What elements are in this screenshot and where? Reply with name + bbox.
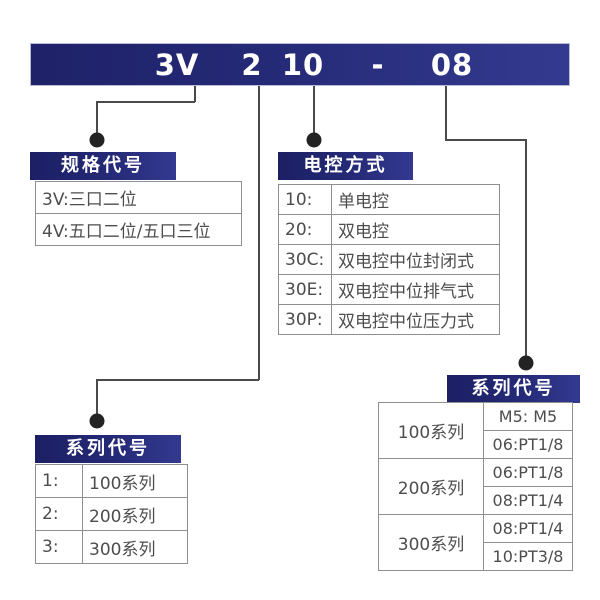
model-code-segment-3: - (371, 47, 385, 82)
ec-row-1-desc: 双电控 (331, 214, 500, 245)
ec-row-4-code: 30P: (278, 304, 332, 335)
series-right-group-1-port-1: 08:PT1/4 (483, 486, 573, 515)
ec-row-2-desc: 双电控中位封闭式 (331, 244, 500, 275)
connector-dot-series-left (89, 413, 105, 429)
series-left-row-2-code: 3: (35, 530, 83, 564)
connector-dot-spec (89, 132, 105, 148)
model-code-segment-0: 3V (154, 47, 200, 82)
connector-series-drop (258, 86, 260, 380)
connector-series-horizontal (96, 379, 259, 381)
connector-port-drop (445, 86, 447, 140)
ec-row-2-code: 30C: (278, 244, 332, 275)
electric-control-card-table: 10: 单电控 20: 双电控 30C: 双电控中位封闭式 30E: 双电控中位… (278, 184, 500, 335)
ec-row-0-desc: 单电控 (331, 184, 500, 215)
connector-dot-series-right (518, 355, 534, 371)
table-row: 3V:三口二位 (35, 181, 242, 214)
series-left-row-1-desc: 200系列 (82, 497, 188, 531)
table-row: 1: 100系列 (35, 464, 188, 498)
connector-ec-drop (313, 86, 315, 137)
table-row: 100系列 M5: M5 (378, 402, 573, 459)
connector-3v-down (96, 101, 98, 137)
ec-row-3-code: 30E: (278, 274, 332, 305)
table-row: 06:PT1/8 (379, 430, 573, 459)
spec-row-0-label: 3V:三口二位 (35, 181, 242, 214)
series-right-card-title: 系列代号 (447, 375, 580, 403)
table-row: 200系列 06:PT1/8 (378, 458, 573, 515)
ec-row-4-desc: 双电控中位压力式 (331, 304, 500, 335)
series-left-card-table: 1: 100系列 2: 200系列 3: 300系列 (35, 464, 188, 564)
table-row: 08:PT1/4 (379, 486, 573, 515)
table-row: 30C: 双电控中位封闭式 (278, 244, 500, 275)
series-right-group-0-port-0: M5: M5 (483, 402, 573, 431)
series-right-group-0-port-1: 06:PT1/8 (483, 430, 573, 459)
spec-card-table: 3V:三口二位 4V:五口二位/五口三位 (35, 181, 242, 246)
model-code-segment-4: 08 (430, 47, 474, 82)
model-code-segment-2: 10 (281, 47, 325, 82)
ec-row-1-code: 20: (278, 214, 332, 245)
series-left-row-1-code: 2: (35, 497, 83, 531)
table-row: 10: 单电控 (278, 184, 500, 215)
model-code-banner: 3V 2 10 - 08 (30, 43, 570, 86)
series-left-card-title: 系列代号 (35, 435, 181, 463)
series-right-card-table: 100系列 M5: M5 06:PT1/8 200系列 06:PT1/8 08:… (378, 402, 573, 571)
connector-3v-horizontal (96, 101, 195, 103)
connector-port-down (525, 139, 527, 360)
table-row: 30P: 双电控中位压力式 (278, 304, 500, 335)
ec-row-0-code: 10: (278, 184, 332, 215)
table-row: 300系列 08:PT1/4 (378, 514, 573, 571)
series-left-row-2-desc: 300系列 (82, 530, 188, 564)
table-row: 4V:五口二位/五口三位 (35, 213, 242, 246)
table-row: 3: 300系列 (35, 530, 188, 564)
table-row: 2: 200系列 (35, 497, 188, 531)
series-right-group-2-port-0: 08:PT1/4 (483, 514, 573, 543)
series-left-row-0-desc: 100系列 (82, 464, 188, 498)
table-row: 20: 双电控 (278, 214, 500, 245)
series-right-group-1-port-0: 06:PT1/8 (483, 458, 573, 487)
table-row: 30E: 双电控中位排气式 (278, 274, 500, 305)
series-right-group-0-name: 100系列 (378, 402, 484, 459)
spec-card-title: 规格代号 (30, 152, 176, 180)
spec-row-1-label: 4V:五口二位/五口三位 (35, 213, 242, 246)
series-right-group-2-port-1: 10:PT3/8 (483, 542, 573, 571)
connector-3v-drop (194, 86, 196, 102)
series-left-row-0-code: 1: (35, 464, 83, 498)
series-right-group-2-name: 300系列 (378, 514, 484, 571)
connector-series-down (96, 379, 98, 417)
ec-row-3-desc: 双电控中位排气式 (331, 274, 500, 305)
electric-control-card-title: 电控方式 (278, 152, 413, 180)
table-row: 10:PT3/8 (379, 542, 573, 571)
connector-dot-electric-control (306, 132, 322, 148)
model-code-segment-1: 2 (241, 47, 263, 82)
connector-port-horizontal (445, 139, 526, 141)
series-right-group-1-name: 200系列 (378, 458, 484, 515)
